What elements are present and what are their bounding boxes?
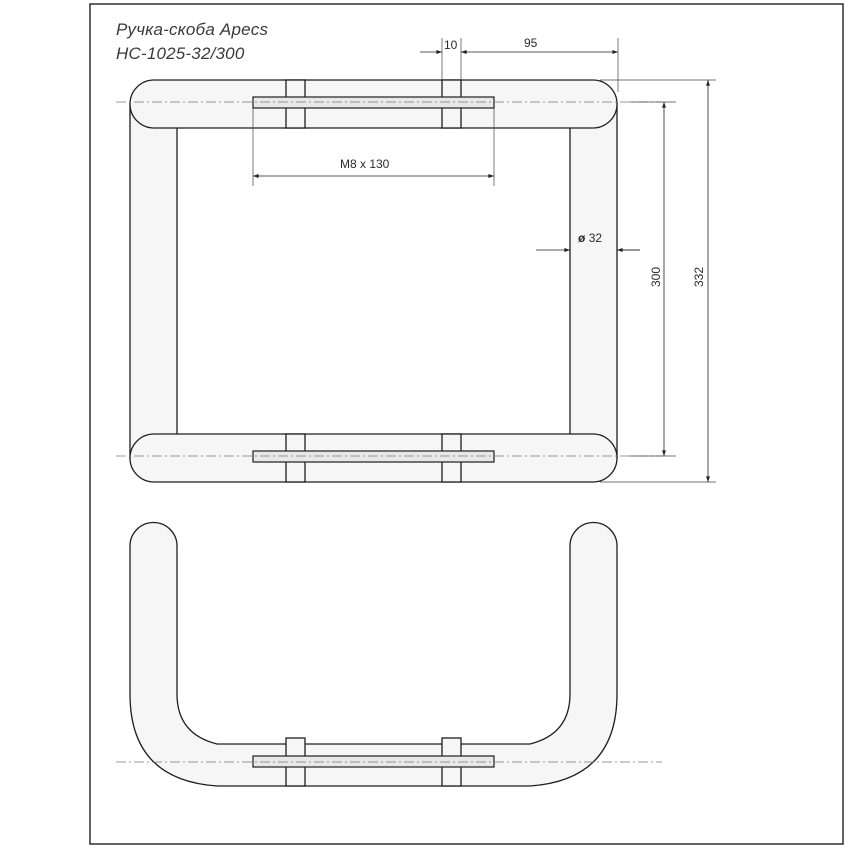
dim-bolt: M8 x 130 xyxy=(340,157,390,171)
top-bolt xyxy=(252,96,495,109)
diameter-value: 32 xyxy=(588,231,603,245)
dim-handle-offset: 95 xyxy=(524,36,538,50)
diameter-symbol: ø xyxy=(578,231,586,245)
bottom-bolt xyxy=(252,450,495,463)
dim-center-distance: 300 xyxy=(649,266,663,288)
drawing-frame xyxy=(89,3,844,845)
left-grip-bar xyxy=(129,103,178,459)
product-title: Ручка-скоба Apecs xyxy=(116,20,269,39)
dim-overall-length: 332 xyxy=(692,266,706,288)
u-handle-body xyxy=(129,521,618,787)
side-bolt xyxy=(252,755,495,768)
right-grip-bar xyxy=(569,103,618,459)
top-view xyxy=(116,79,662,483)
side-view xyxy=(116,521,662,787)
dim-pin-width: 10 xyxy=(444,38,458,52)
dimension-lines xyxy=(252,38,716,483)
product-code: HC-1025-32/300 xyxy=(116,44,245,63)
dim-diameter: ø 32 xyxy=(578,231,602,245)
